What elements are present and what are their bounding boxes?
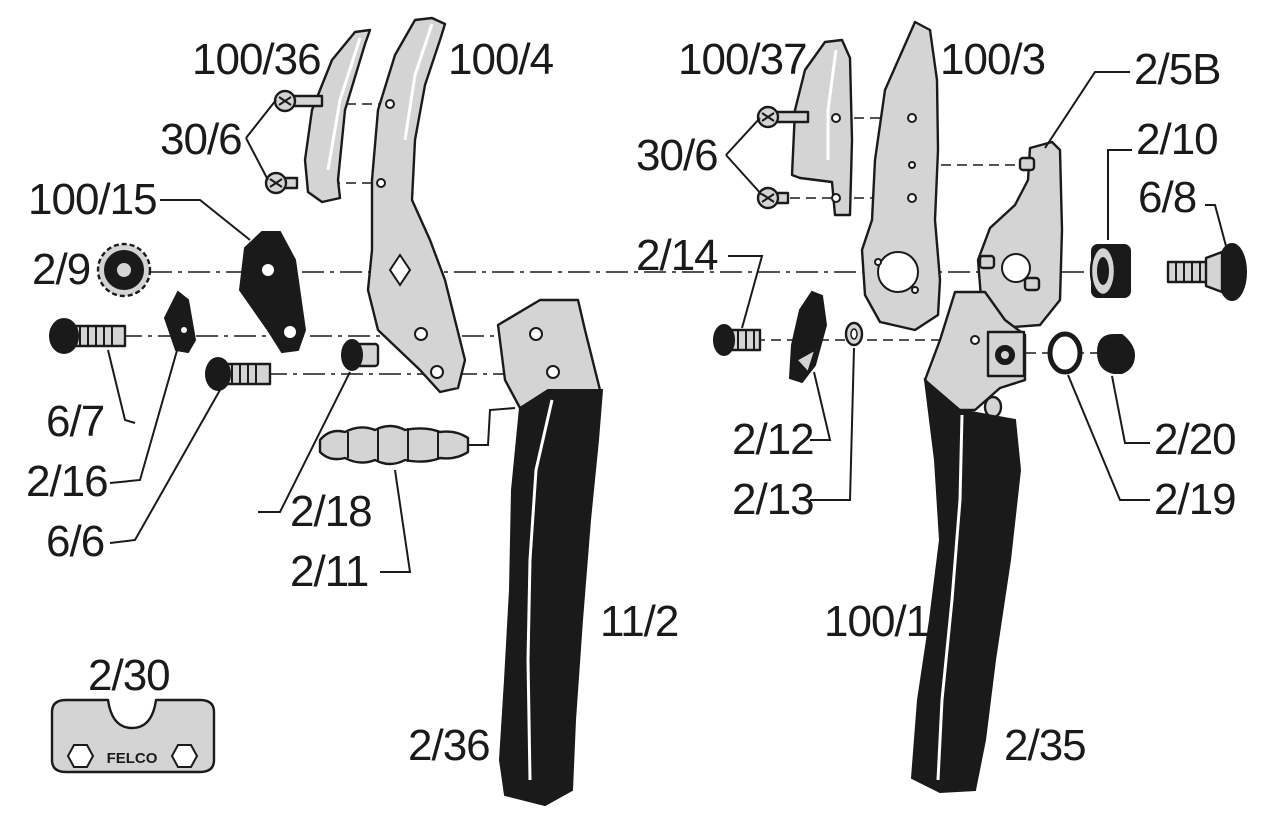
label-2-36: 2/36 (408, 721, 490, 770)
part-2-36-grip (498, 389, 604, 807)
label-2-18: 2/18 (290, 487, 372, 536)
label-2-35: 2/35 (1004, 721, 1086, 770)
part-2-30-wrench: FELCO (50, 698, 216, 774)
label-2-30: 2/30 (88, 651, 170, 700)
part-6-7-bolt (49, 318, 127, 354)
part-2-9-toothed-nut (96, 242, 152, 298)
anvil-diamond-hole (388, 253, 412, 287)
screw-30-6-left-bottom (264, 171, 299, 195)
part-100-15-cam-plate (238, 231, 307, 354)
label-6-8: 6/8 (1138, 173, 1196, 222)
leader-lines (107, 71, 1227, 573)
part-100-4-anvil-blade (366, 16, 467, 394)
anvil-blade-edge (403, 23, 434, 141)
screw-30-6-right-top (756, 105, 810, 129)
grip-right-highlight (936, 414, 964, 781)
label-100-36: 100/36 (192, 35, 321, 84)
label-2-20: 2/20 (1154, 415, 1236, 464)
part-2-20-cap (1096, 334, 1136, 374)
label-2-9: 2/9 (32, 245, 90, 294)
label-2-11: 2/11 (290, 547, 368, 596)
part-2-11-spring (318, 424, 470, 466)
part-2-35-grip (910, 377, 1022, 794)
label-100-3: 100/3 (940, 35, 1045, 84)
label-30-6-right: 30/6 (636, 131, 718, 180)
part-2-18-bushing (341, 339, 380, 371)
label-2-19: 2/19 (1154, 475, 1236, 524)
part-2-13-washer (844, 321, 864, 347)
part-100-1-handle-head (923, 290, 1027, 412)
label-100-1: 100/1 (824, 597, 929, 646)
label-100-15: 100/15 (28, 175, 157, 224)
part-2-19-ring (1047, 331, 1083, 375)
label-100-4: 100/4 (448, 35, 554, 84)
part-labels: 100/36 100/4 30/6 100/15 2/9 6/7 2/16 6/… (26, 35, 1237, 770)
label-2-13: 2/13 (732, 475, 814, 524)
label-2-14: 2/14 (636, 231, 718, 280)
label-11-2: 11/2 (600, 597, 678, 646)
part-2-14-screw (713, 324, 762, 356)
label-2-16: 2/16 (26, 457, 108, 506)
label-2-10: 2/10 (1136, 115, 1218, 164)
grip-highlight-left (526, 399, 554, 781)
label-30-6-left: 30/6 (160, 115, 242, 164)
label-100-37: 100/37 (678, 35, 807, 84)
label-2-12: 2/12 (732, 415, 814, 464)
blade-insert-edge (326, 37, 362, 171)
part-100-3-cutting-blade (860, 20, 942, 332)
label-6-7: 6/7 (46, 397, 104, 446)
part-6-8-bolt (1166, 243, 1247, 301)
label-2-5B: 2/5B (1134, 45, 1221, 94)
label-6-6: 6/6 (46, 517, 104, 566)
screw-30-6-right-bottom (756, 186, 790, 210)
wrench-logo: FELCO (107, 750, 158, 767)
part-2-16-clip (163, 290, 197, 354)
part-6-6-bolt (205, 357, 272, 391)
part-2-10-bushing (1089, 244, 1131, 298)
